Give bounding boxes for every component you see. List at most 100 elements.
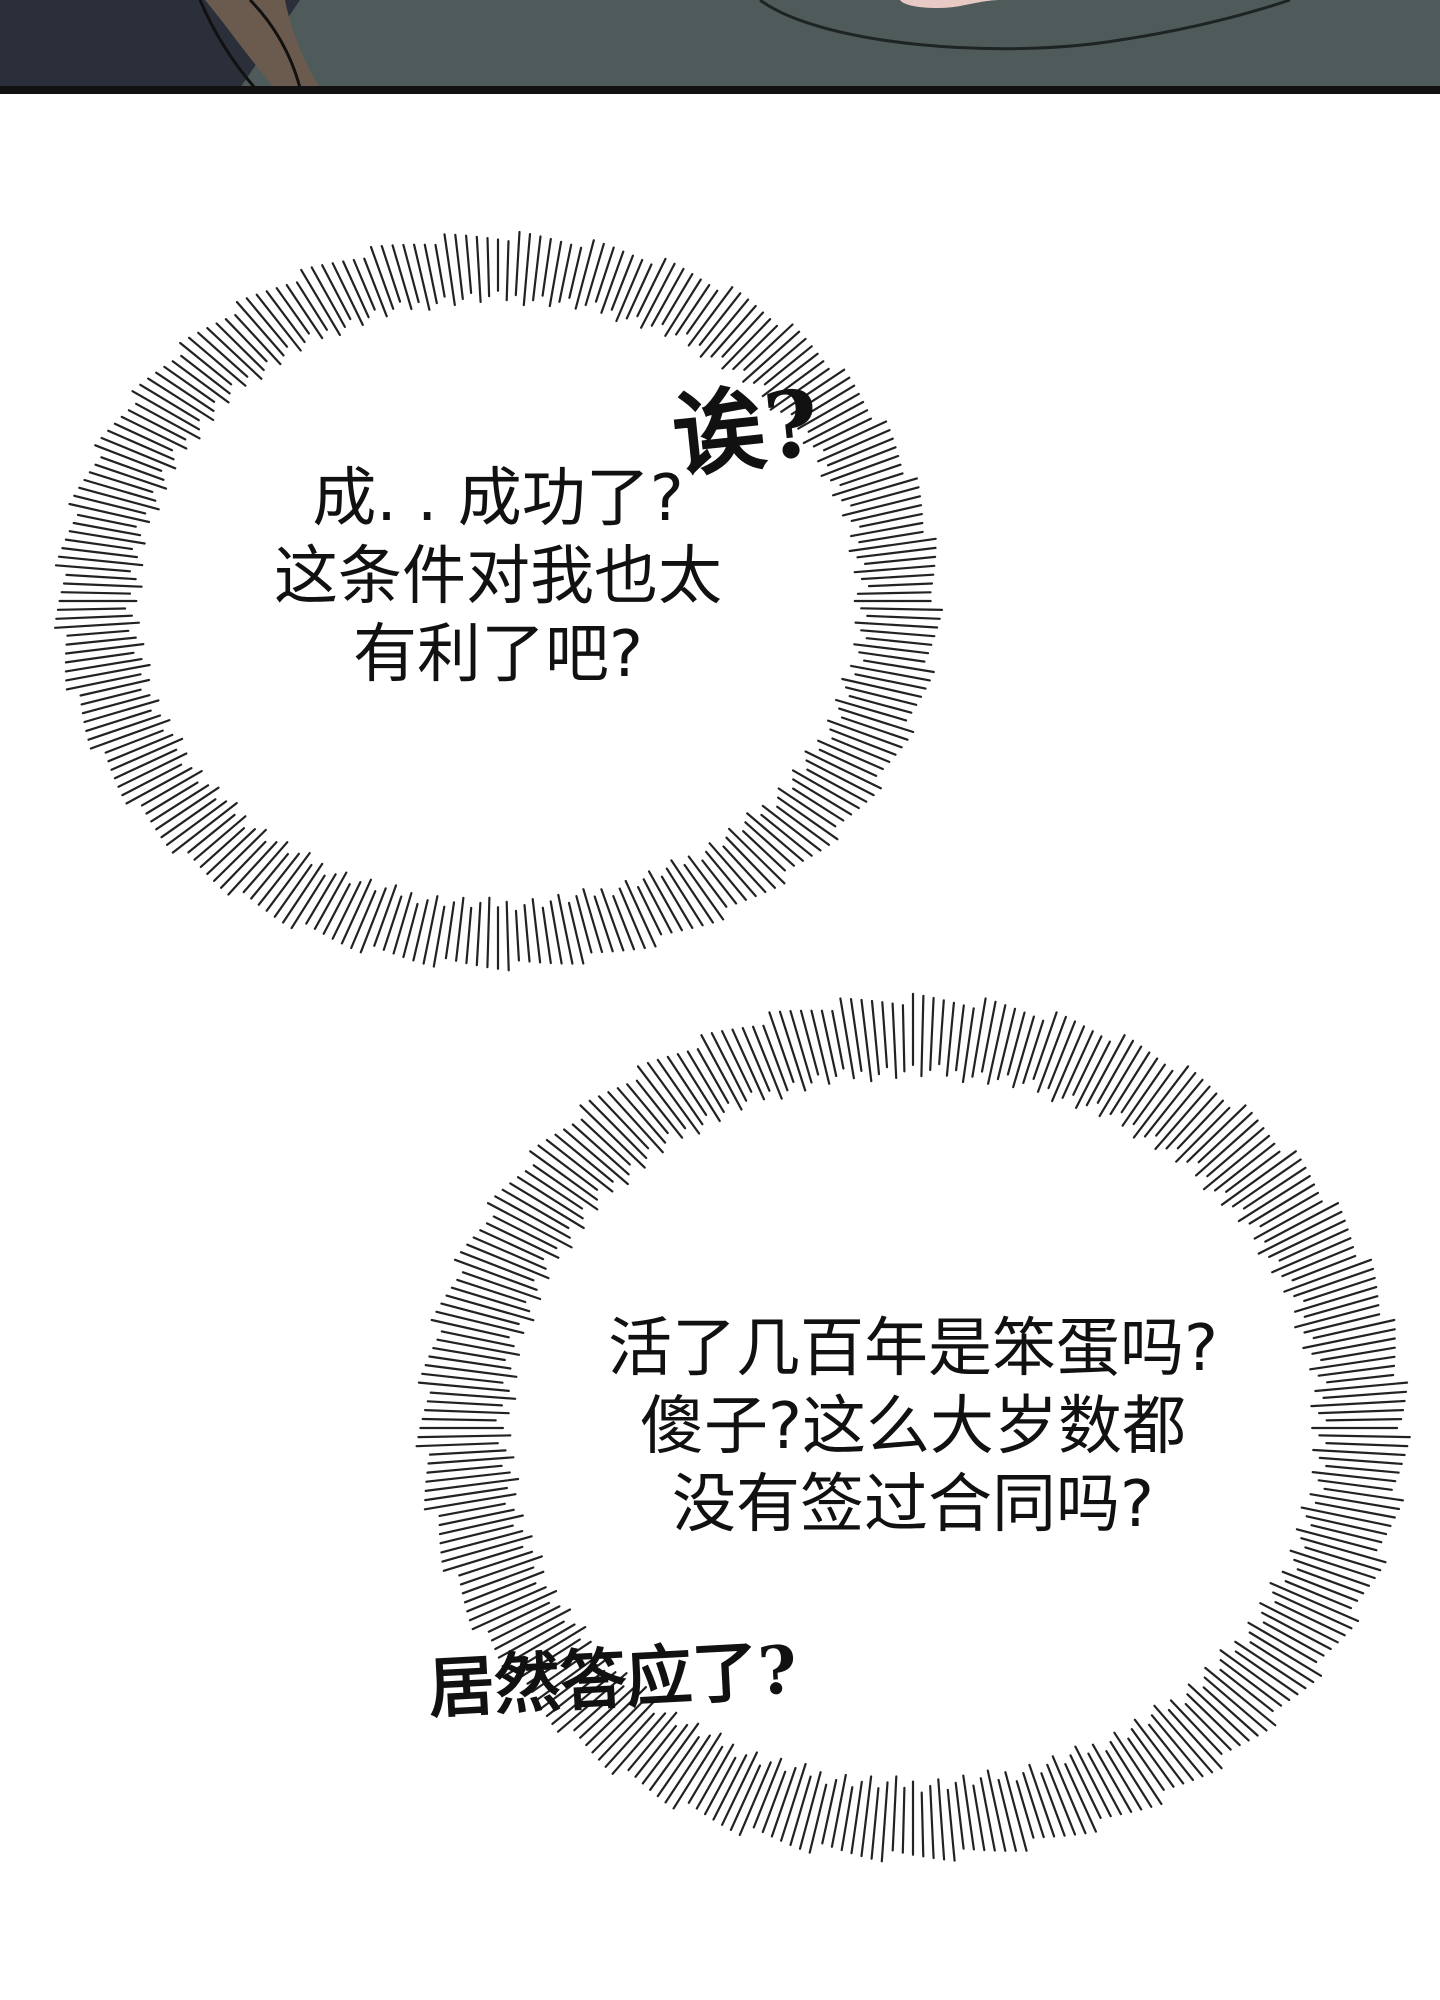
burst-2-stroke [530,1653,587,1694]
burst-2-stroke [529,1150,599,1201]
burst-1-stroke [776,796,839,841]
burst-1-stroke [369,245,395,310]
burst-2-stroke [1234,1640,1307,1690]
burst-2-stroke [1309,1355,1396,1371]
burst-1-stroke [647,870,684,932]
burst-2-stroke [1259,1602,1339,1644]
burst-1-stroke [860,607,944,611]
burst-1-stroke [761,804,822,852]
burst-2-stroke [1202,1686,1259,1737]
burst-2-stroke [634,1724,677,1778]
burst-1-stroke [763,345,813,386]
burst-2-stroke [901,1004,906,1073]
burst-2-stroke [920,994,925,1078]
burst-1-stroke [790,376,851,416]
burst-2-stroke [761,1770,787,1834]
burst-1-stroke [839,463,902,487]
burst-1-stroke [150,784,210,823]
burst-2-stroke [556,1672,628,1733]
burst-2-stroke [686,1050,725,1114]
burst-2-stroke [463,1570,545,1604]
burst-1-stroke [558,243,573,303]
burst-1-stroke [687,286,734,347]
burst-2-stroke [938,999,945,1066]
burst-2-stroke [427,1456,515,1465]
burst-1-stroke [721,318,772,370]
burst-1-stroke [650,267,685,327]
burst-2-stroke [479,1229,545,1261]
burst-2-stroke [472,1236,547,1270]
burst-1-stroke [661,272,694,326]
burst-2-stroke [1012,1015,1036,1089]
burst-2-stroke [672,1732,722,1810]
burst-1-stroke [113,748,178,780]
burst-2-stroke [1293,1267,1375,1298]
burst-1-stroke [206,828,256,876]
burst-1-stroke [820,446,897,477]
burst-2-stroke [1225,1150,1281,1193]
burst-2-stroke [611,1712,667,1775]
burst-1-stroke [61,547,139,559]
burst-2-stroke [438,1508,515,1527]
burst-2-stroke [821,1778,838,1845]
burst-1-stroke [791,787,845,822]
burst-2-stroke [979,1777,996,1852]
burst-2-stroke [1284,1580,1353,1610]
burst-1-stroke [310,266,346,329]
burst-1-stroke [721,311,765,358]
burst-1-stroke [120,415,188,450]
burst-2-stroke [580,1118,631,1166]
burst-1-stroke [352,258,376,311]
burst-1-stroke [53,621,141,629]
burst-2-stroke [1278,1228,1349,1262]
burst-2-stroke [1051,1755,1087,1835]
burst-1-stroke [699,298,750,358]
burst-2-stroke [929,996,935,1072]
burst-2-stroke [1325,1373,1395,1384]
burst-2-stroke [1249,1641,1315,1684]
burst-1-stroke [514,230,521,297]
burst-2-stroke [1325,1442,1409,1448]
burst-1-stroke [742,830,787,872]
burst-2-stroke [1320,1346,1396,1362]
burst-2-stroke [1074,1040,1112,1110]
burst-2-stroke [1050,1025,1086,1103]
burst-2-stroke [450,1286,531,1313]
burst-2-stroke [996,1007,1017,1081]
burst-2-stroke [768,1011,795,1084]
burst-2-stroke [421,1372,504,1384]
burst-1-stroke [188,336,247,387]
burst-2-stroke [466,1582,537,1613]
bubble-1-line-1: 成. . 成功了? [312,462,684,536]
burst-2-stroke [545,1138,614,1193]
burst-1-stroke [807,400,865,433]
burst-1-stroke [465,234,473,295]
burst-2-stroke [1300,1537,1387,1564]
burst-1-stroke [475,235,482,304]
burst-1-stroke [802,409,869,445]
burst-2-stroke [440,1529,524,1554]
burst-2-stroke [1109,1051,1151,1116]
burst-1-stroke [165,800,228,847]
burst-2-stroke [1311,1337,1396,1355]
burst-2-stroke [1105,1750,1143,1811]
burst-1-stroke [797,392,860,430]
burst-1-stroke [850,486,920,507]
burst-1-stroke [531,897,542,964]
burst-2-stroke [426,1464,503,1474]
burst-1-stroke [708,842,757,898]
burst-1-stroke [858,651,926,663]
burst-1-stroke [331,880,362,940]
burst-2-stroke [417,1381,510,1392]
burst-1-stroke [215,322,265,372]
burst-2-stroke [426,1400,504,1407]
burst-2-stroke [1213,1142,1276,1192]
burst-2-stroke [1064,1762,1098,1833]
burst-2-stroke [1264,1202,1340,1243]
burst-2-stroke [1293,1286,1378,1313]
burst-2-stroke [1133,1718,1185,1785]
burst-1-stroke [220,840,267,889]
burst-1-stroke [432,905,446,968]
burst-2-stroke [1113,1731,1163,1806]
